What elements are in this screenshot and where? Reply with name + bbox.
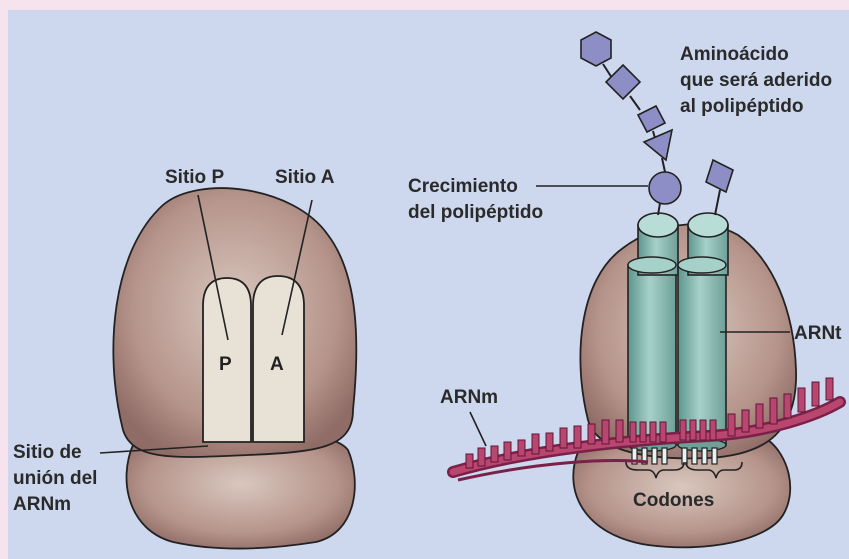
left-ribosome: P A [113, 188, 356, 548]
amino-label-line-3: al polipéptido [680, 96, 804, 117]
a-site-letter: A [270, 354, 284, 375]
mrna-site-label-line-2: unión del [13, 468, 97, 489]
ribosome-diagram: P A Sitio P Sitio A Sitio de unión del A… [8, 10, 849, 559]
site-p-label: Sitio P [165, 167, 224, 188]
diamond-residue [606, 65, 640, 99]
mrna-label: ARNm [440, 387, 498, 408]
triangle-residue [644, 130, 672, 160]
amino-label-line-2: que será aderido [680, 70, 832, 91]
codons-label: Codones [633, 490, 714, 511]
mrna-site-label-line-1: Sitio de [13, 442, 82, 463]
amino-label-line-1: Aminoácido [680, 44, 789, 65]
mrna-site-label: Sitio de unión del ARNm [13, 442, 97, 515]
mrna-site-label-line-3: ARNm [13, 494, 71, 515]
new-amino-acid [706, 160, 733, 192]
p-site-letter: P [219, 354, 232, 375]
circle-residue [649, 172, 681, 204]
diagram-canvas: P A Sitio P Sitio A Sitio de unión del A… [8, 10, 849, 559]
hexagon-residue [581, 32, 611, 66]
square-residue [638, 106, 665, 132]
growth-label-line-2: del polipéptido [408, 202, 543, 223]
amino-acid-label: Aminoácido que será aderido al polipépti… [680, 44, 832, 117]
growth-label: Crecimiento del polipéptido [408, 176, 543, 223]
mrna-pointer [470, 412, 486, 446]
growth-label-line-1: Crecimiento [408, 176, 518, 197]
trna-label: ARNt [794, 323, 842, 344]
site-a-label: Sitio A [275, 167, 335, 188]
